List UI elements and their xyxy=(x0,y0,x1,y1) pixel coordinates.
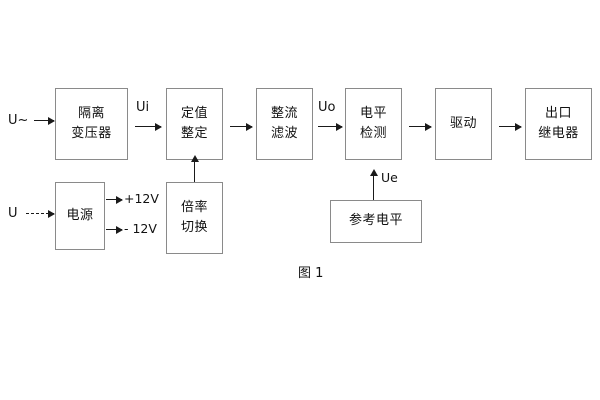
block-output-relay-line2: 继电器 xyxy=(538,126,579,141)
block-power-supply: 电源 xyxy=(55,182,105,250)
block-rectify-filter-line2: 滤波 xyxy=(270,126,298,141)
dc-input-label: U xyxy=(8,206,18,221)
arrow-drive-to-output-relay xyxy=(499,122,522,131)
arrow-multiplier-switch-to-setting-value xyxy=(190,155,199,182)
rail-positive-label: +12V xyxy=(124,191,159,206)
block-multiplier-switch-line1: 倍率 xyxy=(180,199,208,215)
arrow-level-detection-to-drive xyxy=(409,122,432,131)
block-setting-value-line2: 整定 xyxy=(180,126,208,141)
block-level-detection-line1: 电平 xyxy=(359,105,387,121)
arrow-setting-value-to-rectify-filter xyxy=(230,122,253,131)
block-rectify-filter-line1: 整流 xyxy=(270,105,298,121)
block-drive: 驱动 xyxy=(435,88,492,160)
block-setting-value: 定值 整定 xyxy=(166,88,223,160)
arrow-reference-level-to-level-detection xyxy=(369,169,378,200)
arrow-isolation-transformer-to-setting-value xyxy=(135,122,162,131)
block-reference-level: 参考电平 xyxy=(330,200,422,243)
ac-input-label: U~ xyxy=(8,113,29,128)
block-rectify-filter: 整流 滤波 xyxy=(256,88,313,160)
block-isolation-transformer: 隔离 变压器 xyxy=(55,88,128,160)
block-level-detection-line2: 检测 xyxy=(359,126,387,141)
block-isolation-transformer-line2: 变压器 xyxy=(71,126,112,141)
block-output-relay: 出口 继电器 xyxy=(525,88,592,160)
signal-ue-label: Ue xyxy=(381,170,398,185)
signal-uo-label: Uo xyxy=(318,100,336,115)
figure-caption: 图 1 xyxy=(298,266,324,281)
block-level-detection: 电平 检测 xyxy=(345,88,402,160)
signal-ui-label: Ui xyxy=(136,100,150,115)
block-multiplier-switch-line2: 切换 xyxy=(180,220,208,235)
block-output-relay-line1: 出口 xyxy=(544,105,572,121)
block-setting-value-line1: 定值 xyxy=(180,105,208,121)
rail-negative-label: - 12V xyxy=(124,221,157,236)
block-reference-level-line1: 参考电平 xyxy=(348,213,403,229)
block-power-supply-line1: 电源 xyxy=(66,207,94,223)
arrow-ac-input-to-isolation-transformer xyxy=(34,116,55,125)
arrow-dc-input-to-power-supply xyxy=(26,210,55,218)
block-drive-line1: 驱动 xyxy=(449,115,477,131)
arrow-rectify-filter-to-level-detection xyxy=(318,122,343,131)
block-isolation-transformer-line1: 隔离 xyxy=(77,105,105,121)
block-multiplier-switch: 倍率 切换 xyxy=(166,182,223,254)
arrow-power-supply-positive-rail xyxy=(106,195,123,204)
arrow-power-supply-negative-rail xyxy=(106,225,123,234)
